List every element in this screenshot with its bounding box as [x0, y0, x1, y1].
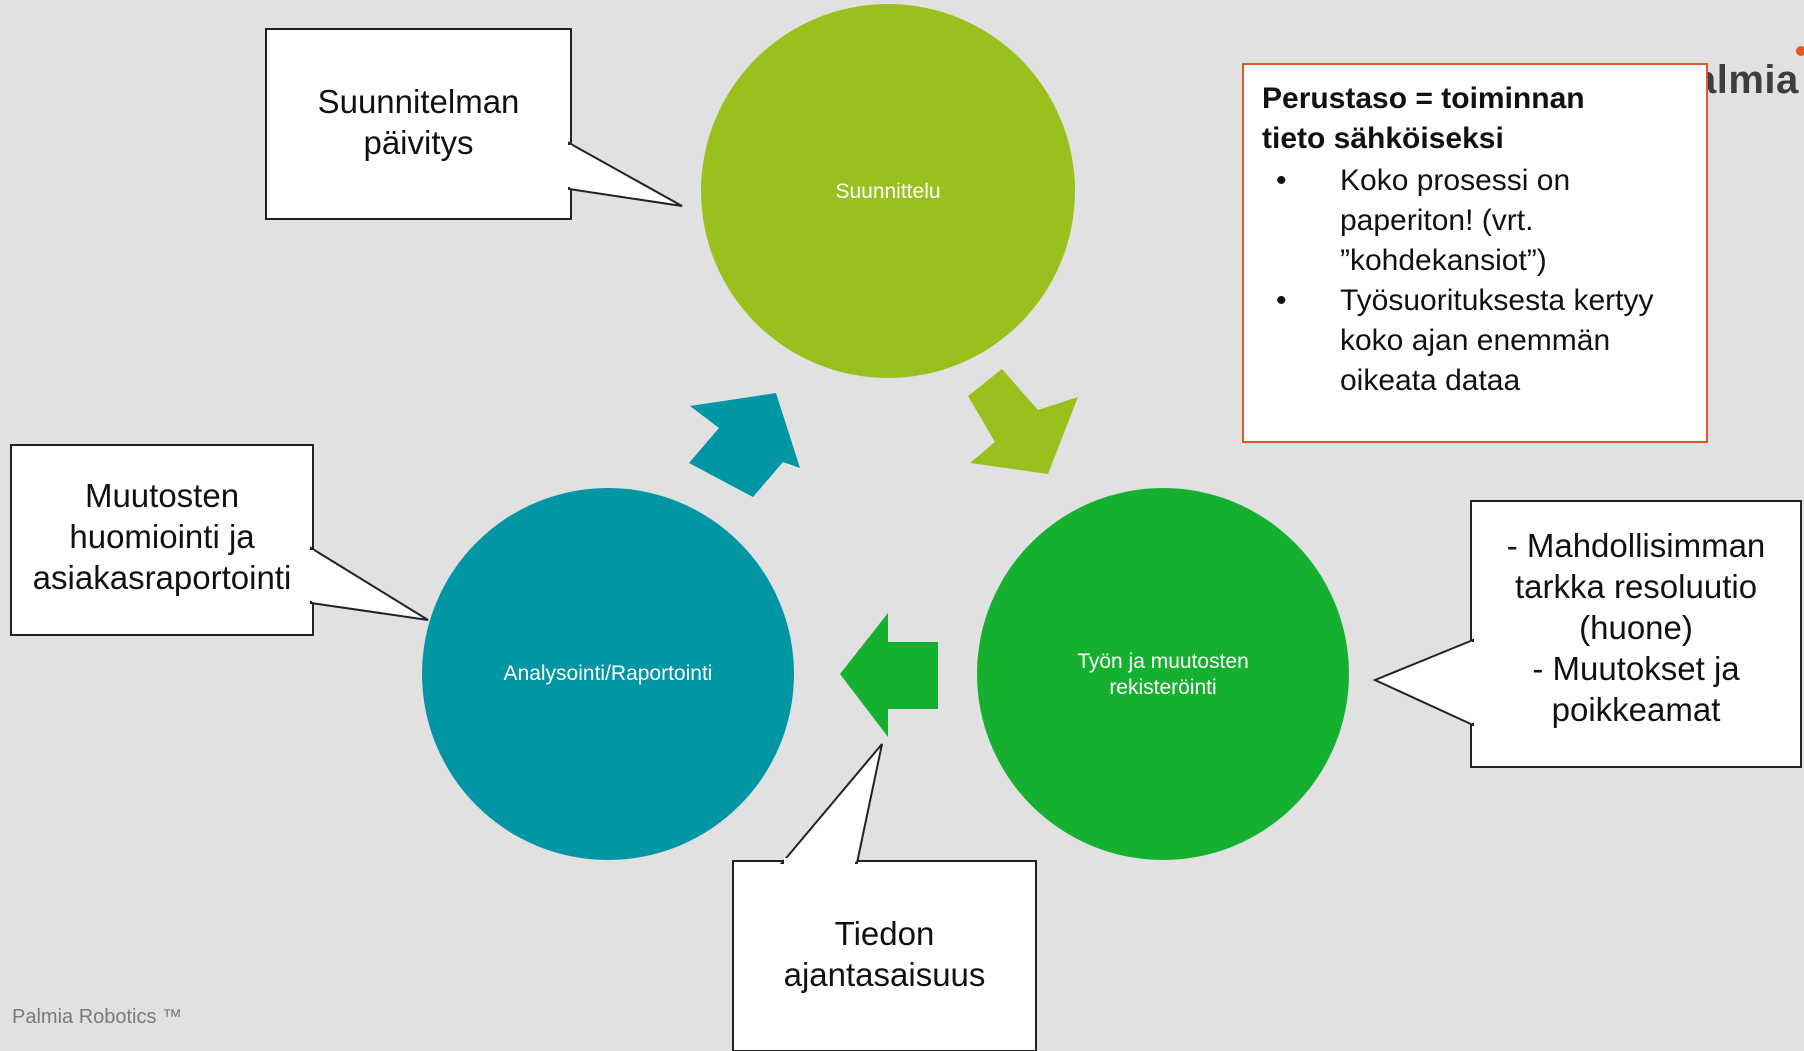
arrow-planning-to-registration — [968, 369, 1078, 474]
logo-accent-dot — [1796, 46, 1804, 56]
resolution-line-5: poikkeamat — [1551, 691, 1721, 728]
callout-resolution — [1372, 500, 1802, 768]
callout-plan-update — [265, 28, 683, 220]
changes-line-1: Muutosten — [84, 477, 240, 514]
timeliness-line-1: Tiedon — [834, 915, 935, 952]
info-bullet-1-line-3: ”kohdekansiot”) — [1340, 244, 1547, 277]
plan-update-line-1: Suunnitelman — [317, 83, 520, 120]
circle-planning — [701, 4, 1075, 378]
callout-changes-reporting-text: Muutosten huomiointi ja asiakasraportoin… — [13, 447, 311, 633]
label-registration-line-2: rekisteröinti — [1109, 676, 1217, 699]
callout-plan-update-text: Suunnitelman päivitys — [268, 31, 569, 217]
callout-timeliness — [732, 743, 1037, 1051]
footer-text: Palmia Robotics ™ — [12, 1006, 183, 1028]
resolution-line-1: - Mahdollisimman — [1506, 527, 1766, 564]
label-analysis: Analysointi/Raportointi — [458, 654, 758, 694]
info-title-line-1: Perustaso = toiminnan — [1262, 82, 1585, 115]
bullet-icon: • — [1276, 164, 1287, 197]
circle-analysis — [422, 488, 794, 860]
label-planning-text: Suunnittelu — [835, 180, 941, 203]
info-bullet-1: • Koko prosessi on paperiton! (vrt. ”koh… — [1262, 161, 1688, 281]
label-registration-line-1: Työn ja muutosten — [1077, 650, 1249, 673]
callout-timeliness-text: Tiedon ajantasaisuus — [735, 863, 1034, 1049]
resolution-line-4: - Muutokset ja — [1532, 650, 1740, 687]
info-bullet-2: • Työsuorituksesta kertyy koko ajan enem… — [1262, 281, 1688, 401]
info-bullet-2-line-2: koko ajan enemmän — [1340, 324, 1611, 357]
changes-line-3: asiakasraportointi — [32, 559, 292, 596]
resolution-line-3: (huone) — [1579, 609, 1693, 646]
info-bullet-1-line-1: Koko prosessi on — [1340, 164, 1571, 197]
plan-update-line-2: päivitys — [363, 124, 474, 161]
circle-registration — [977, 488, 1349, 860]
arrow-analysis-to-planning — [689, 393, 800, 497]
label-analysis-text: Analysointi/Raportointi — [503, 662, 713, 685]
label-registration: Työn ja muutosten rekisteröinti — [1013, 645, 1313, 705]
callout-changes-reporting — [10, 444, 429, 636]
changes-line-2: huomiointi ja — [69, 518, 255, 555]
info-bullet-list: • Koko prosessi on paperiton! (vrt. ”koh… — [1262, 161, 1688, 401]
arrow-registration-to-analysis — [840, 613, 938, 737]
info-bullet-1-line-2: paperiton! (vrt. — [1340, 204, 1534, 237]
timeliness-line-2: ajantasaisuus — [783, 956, 986, 993]
palmia-logo: almia — [1694, 58, 1799, 103]
label-planning: Suunnittelu — [740, 172, 1036, 212]
callout-resolution-text: - Mahdollisimman tarkka resoluutio (huon… — [1473, 503, 1799, 765]
info-bullet-2-line-1: Työsuorituksesta kertyy — [1340, 284, 1654, 317]
info-title-line-2: tieto sähköiseksi — [1262, 122, 1504, 155]
info-title: Perustaso = toiminnan tieto sähköiseksi — [1262, 79, 1688, 159]
info-bullet-2-line-3: oikeata dataa — [1340, 364, 1521, 397]
logo-text: almia — [1694, 58, 1799, 102]
info-box: Perustaso = toiminnan tieto sähköiseksi … — [1242, 63, 1708, 443]
bullet-icon: • — [1276, 284, 1287, 317]
resolution-line-2: tarkka resoluutio — [1514, 568, 1758, 605]
